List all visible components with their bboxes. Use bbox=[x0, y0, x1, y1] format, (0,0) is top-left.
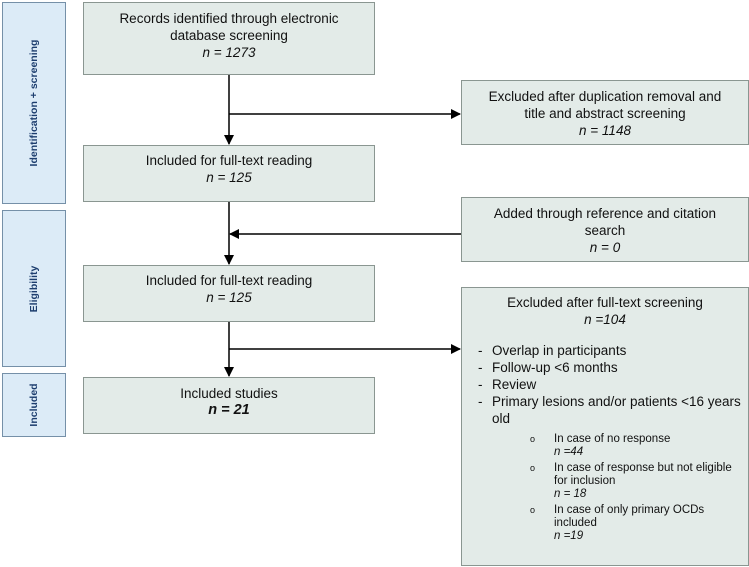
excluded-dup-count: n = 1148 bbox=[579, 123, 631, 138]
fulltext1-count: n = 125 bbox=[206, 170, 252, 185]
fulltext2-label: Included for full-text reading bbox=[145, 273, 313, 288]
excluded-ft-title: Excluded after full-text screening bbox=[507, 295, 703, 310]
fulltext1-label: Included for full-text reading bbox=[145, 153, 313, 168]
added-line1: Added through reference and citation bbox=[493, 206, 717, 221]
added-line2: search bbox=[584, 223, 626, 238]
included-studies-box: Included studies n = 21 bbox=[83, 377, 375, 434]
exclusion-reason-item: -Follow-up <6 months bbox=[478, 360, 618, 375]
excluded-dup-line1: Excluded after duplication removal and bbox=[488, 89, 722, 104]
excluded-dup-line2: title and abstract screening bbox=[524, 106, 686, 121]
included-label: Included studies bbox=[180, 386, 278, 401]
fulltext-reading-box-1: Included for full-text reading n = 125 bbox=[83, 145, 375, 202]
exclusion-subreason-item: o In case of only primary OCDs included … bbox=[530, 504, 705, 542]
excluded-fulltext-box: Excluded after full-text screening n =10… bbox=[461, 287, 749, 566]
exclusion-reason-item: -Primary lesions and/or patients <16 yea… bbox=[478, 394, 741, 426]
excluded-ft-count: n =104 bbox=[584, 312, 626, 327]
fulltext2-count: n = 125 bbox=[206, 290, 252, 305]
exclusion-subreasons-list: o In case of no response n =44 o In case… bbox=[468, 433, 742, 543]
records-identified-box: Records identified through electronic da… bbox=[83, 2, 375, 75]
exclusion-reason-item: -Overlap in participants bbox=[478, 343, 627, 358]
included-count: n = 21 bbox=[208, 402, 250, 418]
records-count: n = 1273 bbox=[202, 45, 256, 60]
exclusion-reasons-list: -Overlap in participants -Follow-up <6 m… bbox=[468, 342, 742, 427]
phase-identification-screening: Identification + screening bbox=[2, 2, 66, 204]
exclusion-subreason-item: o In case of response but not eligible f… bbox=[530, 462, 732, 500]
records-line1: Records identified through electronic bbox=[119, 11, 339, 26]
exclusion-subreason-item: o In case of no response n =44 bbox=[530, 433, 671, 458]
added-reference-box: Added through reference and citation sea… bbox=[461, 197, 749, 262]
exclusion-reason-item: -Review bbox=[478, 377, 537, 392]
phase-eligibility: Eligibility bbox=[2, 210, 66, 367]
phase-included: Included bbox=[2, 373, 66, 437]
excluded-duplication-box: Excluded after duplication removal and t… bbox=[461, 80, 749, 145]
fulltext-reading-box-2: Included for full-text reading n = 125 bbox=[83, 265, 375, 322]
added-count: n = 0 bbox=[589, 240, 621, 255]
records-line2: database screening bbox=[170, 28, 288, 43]
